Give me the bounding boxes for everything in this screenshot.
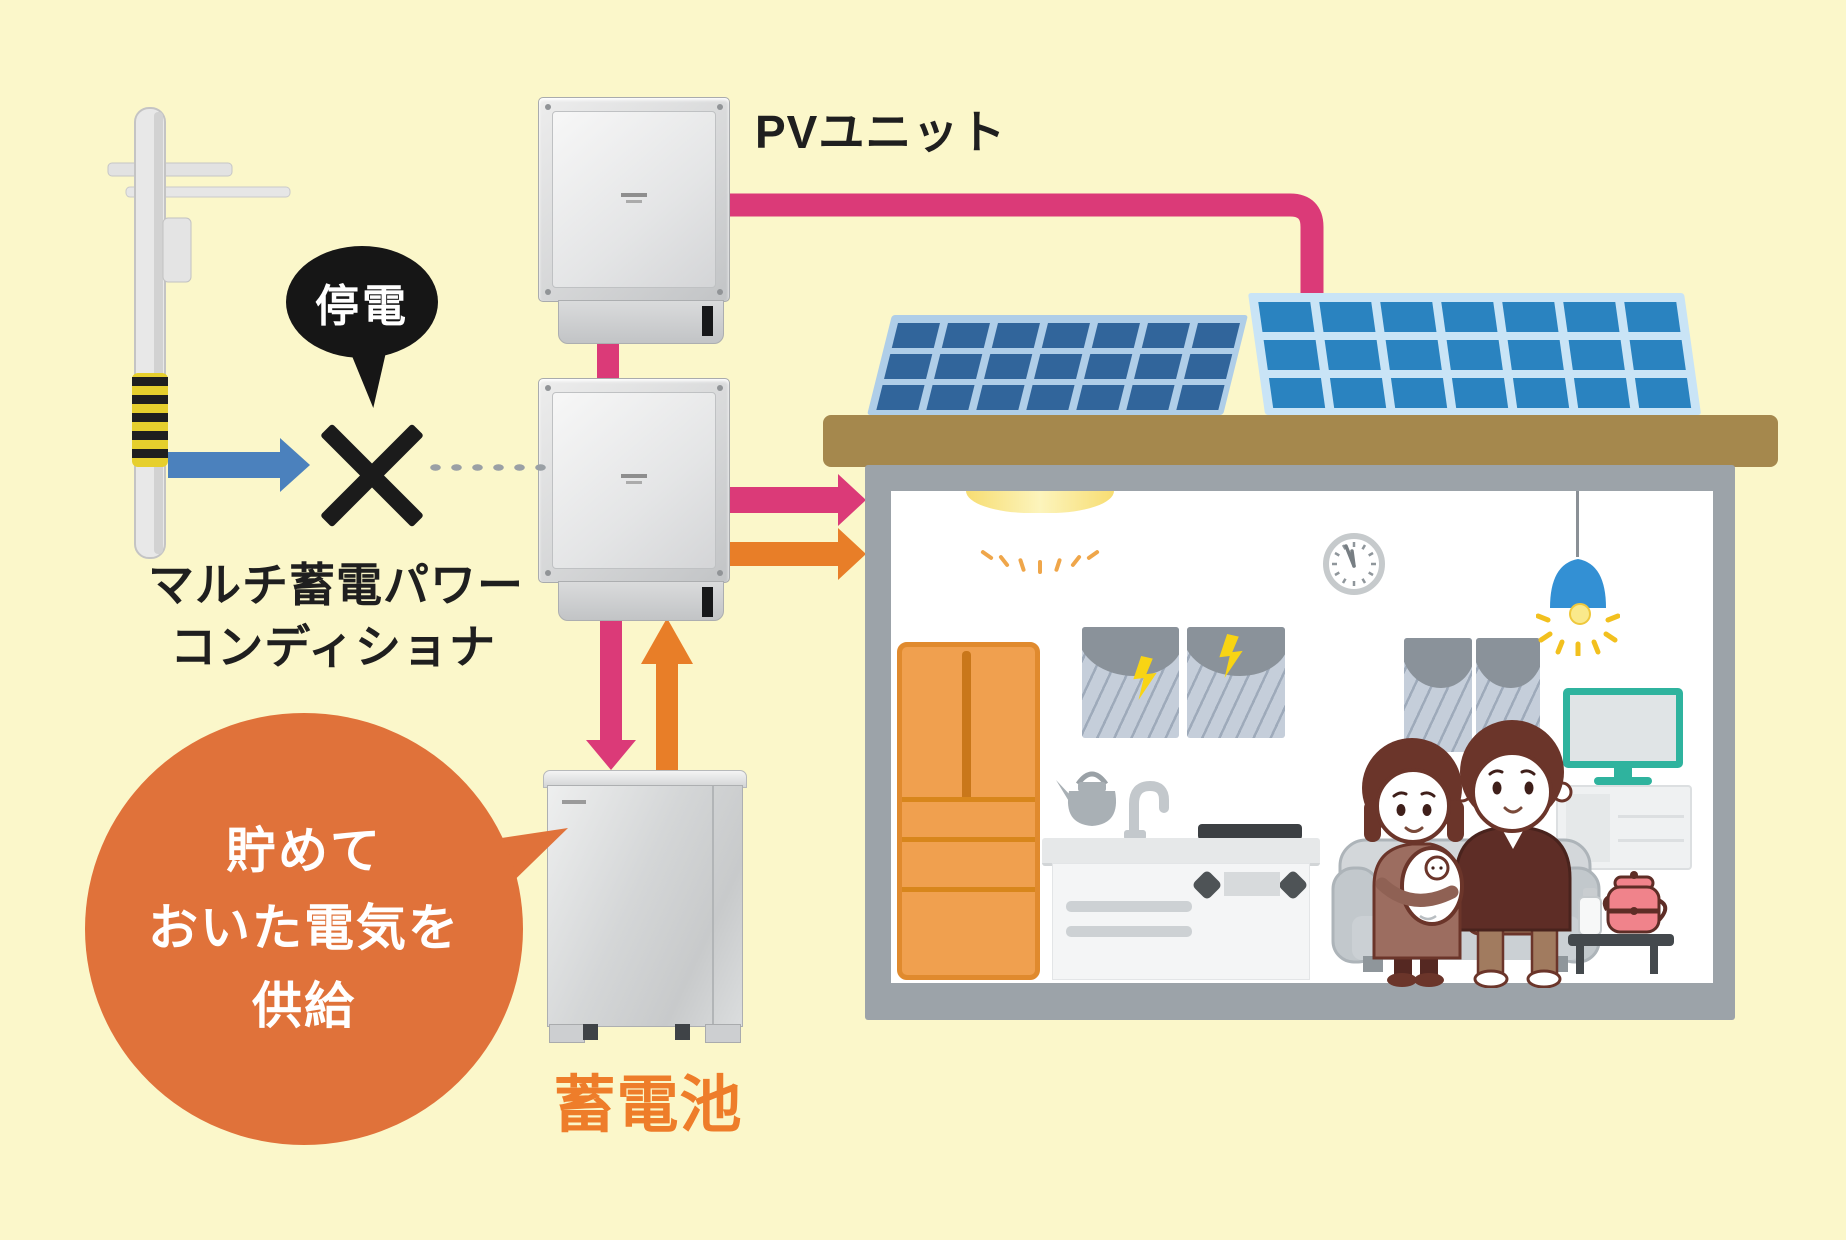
fridge-seam (902, 797, 1035, 802)
kitchen-window-pane (1187, 627, 1285, 738)
battery-device (547, 785, 743, 1027)
screw-icon (717, 570, 723, 576)
dotted-disconnect-icon (425, 461, 553, 474)
battery-power-arrowhead-icon (838, 528, 866, 580)
screw-icon (717, 104, 723, 110)
lamp-rays-icon (1536, 613, 1620, 656)
fridge-seam (902, 887, 1035, 892)
tv-icon (1563, 688, 1683, 768)
cabinet-shelf (1618, 839, 1684, 842)
conditioner-battery-line (600, 615, 622, 743)
power-conditioner-base (558, 581, 724, 621)
pendant-lamp-icon (1550, 559, 1606, 608)
battery-foot (583, 1024, 598, 1040)
tv-stand-base (1594, 777, 1652, 785)
counter-top (1042, 838, 1320, 866)
outage-bubble-icon: 停電 (286, 246, 438, 358)
conditioner-label-line2: コンディショナ (170, 621, 496, 673)
stove-icon (1198, 824, 1302, 840)
pv-unit-base (558, 300, 724, 344)
roof (823, 415, 1778, 467)
discharge-arrowhead-icon (641, 618, 693, 664)
counter-panel (1224, 872, 1280, 896)
solar-array-right (1248, 293, 1701, 415)
lamp-cord (1576, 491, 1579, 557)
baby-bottle-icon (1578, 896, 1602, 936)
power-conditioner-device (538, 378, 730, 583)
fridge-seam (902, 837, 1035, 842)
pole-stripe-guard (132, 373, 168, 467)
charge-arrowhead-icon (586, 740, 636, 770)
device-panel (552, 392, 716, 569)
cable-connector (702, 306, 713, 336)
battery-foot (675, 1024, 690, 1040)
solar-panel-icon (867, 293, 1701, 415)
speech-bubble-tail (349, 350, 387, 408)
living-window-pane (1404, 638, 1472, 752)
screw-icon (545, 289, 551, 295)
lamp-bulb (1569, 603, 1591, 625)
pv-power-arrowhead-icon (838, 474, 866, 526)
family-illustration (1331, 720, 1601, 988)
outage-label: 停電 (315, 282, 409, 331)
supply-label-line1: 貯めて (226, 822, 382, 879)
cable-connector (702, 587, 713, 617)
refrigerator-icon (897, 642, 1040, 980)
brand-mark (619, 473, 649, 487)
screw-icon (545, 104, 551, 110)
battery-door-seam (712, 786, 714, 1026)
battery-power-arrow-icon (730, 542, 838, 566)
cabinet-shelf (1618, 815, 1684, 818)
conditioner-label-line1: マルチ蓄電パワー (148, 559, 524, 611)
screw-icon (717, 385, 723, 391)
supply-label-line2: おいた電気を (148, 900, 460, 957)
baby-bottle-cap (1583, 888, 1597, 898)
faucet-icon (1124, 780, 1169, 840)
battery-discharge-line (656, 660, 678, 778)
utility-pole-icon (107, 107, 291, 559)
lightning-icon (1219, 633, 1244, 678)
battery-foot (705, 1024, 741, 1043)
counter-drawer (1066, 901, 1192, 912)
ceiling-light-icon (966, 491, 1114, 513)
kitchen-window-pane (1082, 627, 1179, 738)
lightning-icon (1133, 655, 1158, 700)
counter-drawer (1066, 926, 1192, 937)
fridge-handle (962, 651, 971, 801)
woman-figure (1362, 738, 1464, 987)
pv-power-arrow-icon (730, 487, 838, 513)
device-panel (552, 111, 716, 288)
light-ray (1038, 560, 1042, 574)
table-leg (1650, 946, 1658, 974)
teapot-icon (1602, 871, 1668, 934)
grid-power-arrowhead-icon (280, 438, 310, 492)
clock-icon (1323, 533, 1385, 595)
kettle-icon (1056, 771, 1117, 826)
supply-bubble: 貯めて おいた電気を 供給 (85, 713, 523, 1145)
brand-mark (562, 800, 586, 804)
side-table-icon (1568, 934, 1674, 946)
table-leg (1576, 946, 1584, 974)
grid-power-arrow-icon (168, 452, 280, 478)
pv-roof-line (728, 193, 1324, 308)
battery-label: 蓄電池 (553, 1071, 743, 1140)
screw-icon (545, 570, 551, 576)
tv-stand-icon (1614, 766, 1632, 779)
pv-unit-label: PVユニット (755, 106, 1007, 158)
pv-unit-device (538, 97, 730, 302)
screw-icon (545, 385, 551, 391)
solar-array-left (867, 315, 1248, 415)
supply-label-line3: 供給 (252, 977, 356, 1034)
battery-foot (549, 1024, 585, 1043)
man-figure (1451, 720, 1573, 988)
screw-icon (717, 289, 723, 295)
brand-mark (619, 192, 649, 206)
